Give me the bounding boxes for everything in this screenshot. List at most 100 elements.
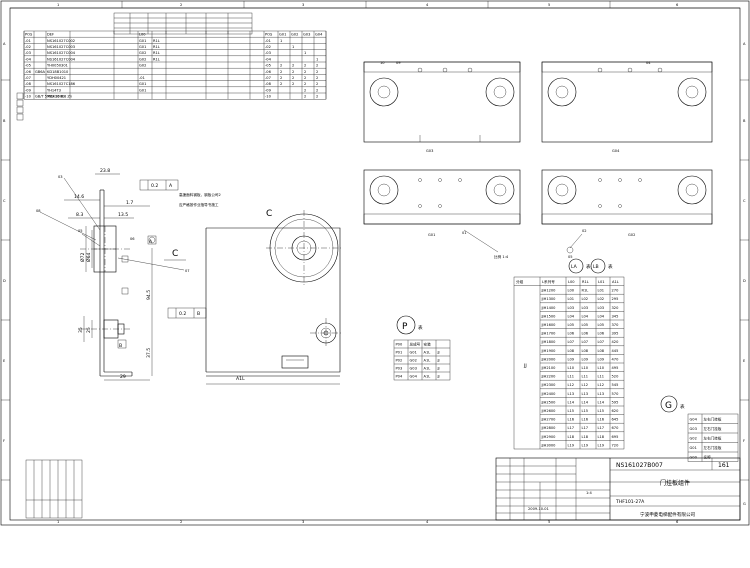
parts-table-header: G04: [315, 33, 323, 37]
la-table-cell: L02: [598, 297, 605, 301]
la-table-cell: L09: [582, 357, 589, 361]
col-number: 3: [302, 520, 304, 524]
parts-table-cell: KD18B1010: [47, 70, 69, 74]
p-table-cell: P02: [396, 359, 403, 363]
dim-94-5: 94.5: [146, 290, 152, 300]
la-table-cell: L11: [598, 375, 605, 379]
section-label-c: C: [172, 249, 178, 259]
la-table-cell: 720: [612, 443, 620, 447]
row-letter: D: [743, 279, 746, 283]
la-table-cell: L13: [568, 392, 575, 396]
parts-table-cell: -02: [25, 45, 31, 49]
balloon-09: 09: [396, 61, 401, 65]
detail-front-view: C A1L: [205, 209, 342, 385]
la-table-cell: L04: [598, 314, 605, 318]
la-table-cell: L03: [568, 306, 575, 310]
parts-table-cell: NS161027C004: [47, 51, 76, 55]
parts-table-cell: -06: [265, 70, 272, 74]
la-table-cell: L11: [568, 375, 575, 379]
la-table-cell: L18: [598, 435, 605, 439]
parts-table-cell: 2: [304, 64, 306, 68]
g-table-cell: G01: [690, 446, 697, 450]
la-table-cell: L02: [582, 297, 589, 301]
parts-table-cell: 1: [304, 51, 306, 55]
p-table-cell: P03: [396, 367, 403, 371]
p-table-cell: G02: [410, 359, 417, 363]
p-table-cell: G01: [410, 351, 417, 355]
drawing-name: 门挂板组件: [660, 479, 690, 487]
la-table-cell: L19: [582, 443, 589, 447]
tolerance-datum-a: A: [169, 183, 173, 189]
la-table-header: L00: [568, 280, 575, 284]
la-table-cell: L13: [582, 392, 589, 396]
parts-table-cell: 2: [280, 70, 282, 74]
balloon-10: 10: [380, 61, 385, 65]
la-table-cell: L08: [598, 349, 605, 353]
view-label-g02: G02: [628, 233, 635, 237]
la-table-cell: JJH1600: [541, 323, 557, 327]
parts-table-cell: R1L: [153, 39, 160, 43]
la-table-cell: L08: [582, 349, 589, 353]
p-table-cell: 安装: [424, 342, 432, 347]
g-table-cell: G02: [690, 437, 697, 441]
la-table-cell: L01: [568, 297, 575, 301]
balloon-08: 08: [36, 209, 41, 213]
parts-table-cell: 2: [304, 76, 306, 80]
p-table-cell: G03: [410, 367, 417, 371]
la-table-cell: JJH2400: [541, 392, 557, 396]
balloon-05b: 05: [568, 255, 573, 259]
parts-table-cell: G02: [139, 51, 146, 55]
parts-table-cell: G01: [139, 82, 146, 86]
la-table-cell: L08: [568, 349, 575, 353]
dim-a1l: A1L: [236, 376, 245, 382]
column-strip: 1 2 3 4 5 6 1 2 3 4 5 6: [10, 1, 740, 524]
row-letter: D: [3, 279, 6, 283]
drawing-number: NS161027B007: [616, 462, 663, 469]
la-table-cell: L14: [582, 400, 589, 404]
parts-table-cell: -10: [265, 95, 272, 99]
parts-table-cell: 1: [292, 45, 294, 49]
parts-table-cell: 1: [280, 39, 282, 43]
lb-table-letter: LB: [593, 264, 599, 270]
parts-table-cell: G02: [139, 57, 146, 61]
parts-table-cell: -10: [25, 95, 32, 99]
parts-table-header: L00: [139, 33, 146, 37]
la-table-cell: L16: [568, 418, 575, 422]
parts-table-cell: -07: [25, 76, 31, 80]
la-table-cell: L07: [598, 340, 605, 344]
tolerance-value-a: 0.2: [151, 183, 158, 189]
parts-table-header: POS: [25, 33, 33, 37]
parts-table-cell: 2: [292, 82, 294, 86]
la-table-cell: L12: [582, 383, 589, 387]
la-table-cell: L10: [598, 366, 605, 370]
g-table-letter: G: [665, 401, 672, 411]
col-number: 1: [57, 3, 59, 7]
p-table-cell: 总成号: [410, 342, 421, 347]
dim-8-3: 8.3: [76, 212, 83, 218]
g-table-suffix: 表: [680, 403, 685, 410]
parts-table-cell: 2: [304, 70, 306, 74]
col-number: 3: [302, 3, 304, 7]
date-value: 2009-10-01: [528, 507, 549, 511]
g-table-cell: G04: [690, 418, 698, 422]
p-table-letter: P: [402, 322, 408, 332]
la-table-cell: L15: [568, 409, 575, 413]
la-table-cell: JJH1700: [541, 332, 557, 336]
la-table-cell: L07: [568, 340, 575, 344]
p-table-cell: JJ: [437, 351, 440, 355]
dim-35: 35: [78, 327, 84, 333]
row-letter: B: [743, 119, 746, 123]
revision-table: [113, 12, 253, 35]
la-table-cell: L18: [568, 435, 575, 439]
la-table-cell: 545: [612, 383, 619, 387]
sheet-border-outer: [0, 0, 750, 526]
la-table-cell: 595: [612, 400, 619, 404]
p-table-cell: A1L: [424, 375, 431, 379]
revision-markers: [16, 92, 24, 121]
tolerance-value-b: 0.2: [179, 311, 186, 317]
parts-table-cell: YH0050301: [47, 64, 68, 68]
col-number: 2: [180, 520, 182, 524]
col-number: 4: [426, 3, 429, 7]
parts-table-cell: GB/T 5783-2000: [35, 95, 65, 99]
